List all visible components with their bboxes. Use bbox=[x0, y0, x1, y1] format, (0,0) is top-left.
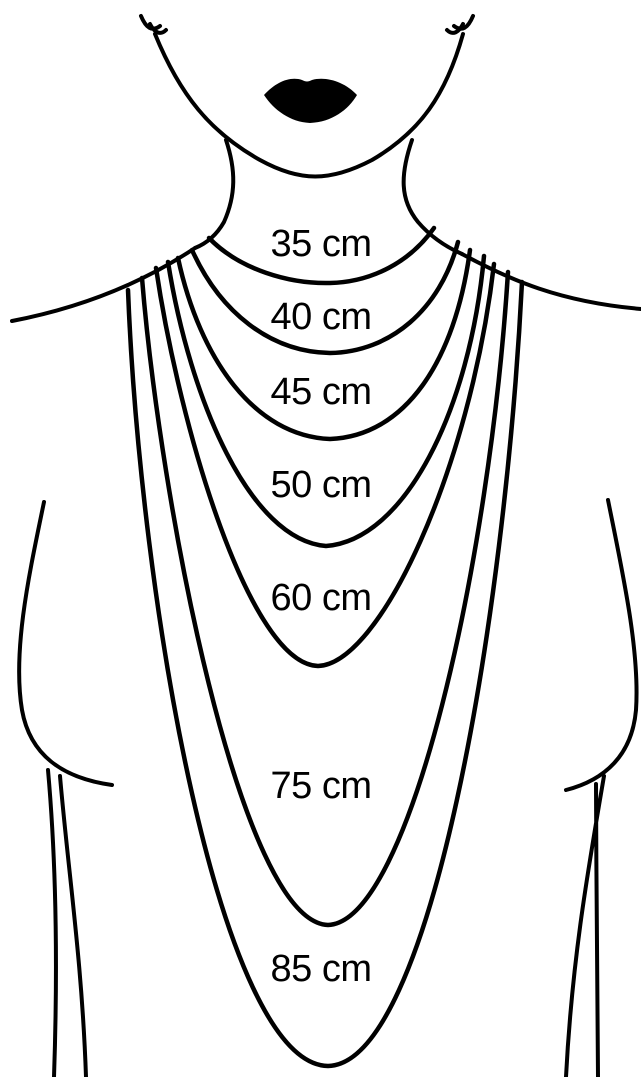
neck-left bbox=[195, 140, 233, 248]
length-label-50: 50 cm bbox=[271, 464, 372, 506]
lips-icon bbox=[264, 79, 357, 123]
length-label-40: 40 cm bbox=[271, 296, 372, 338]
length-label-35: 35 cm bbox=[271, 223, 372, 265]
neck-right bbox=[404, 140, 462, 254]
right-bust-outline bbox=[566, 500, 637, 790]
length-label-45: 45 cm bbox=[271, 371, 372, 413]
left-arm-outline bbox=[48, 770, 86, 1077]
length-label-75: 75 cm bbox=[271, 765, 372, 807]
left-shoulder bbox=[12, 248, 195, 321]
right-arm-outline bbox=[566, 776, 604, 1077]
left-bust-outline bbox=[19, 502, 112, 785]
right-ear bbox=[447, 16, 473, 33]
left-ear bbox=[141, 16, 166, 33]
length-label-60: 60 cm bbox=[271, 577, 372, 619]
length-label-85: 85 cm bbox=[271, 948, 372, 990]
